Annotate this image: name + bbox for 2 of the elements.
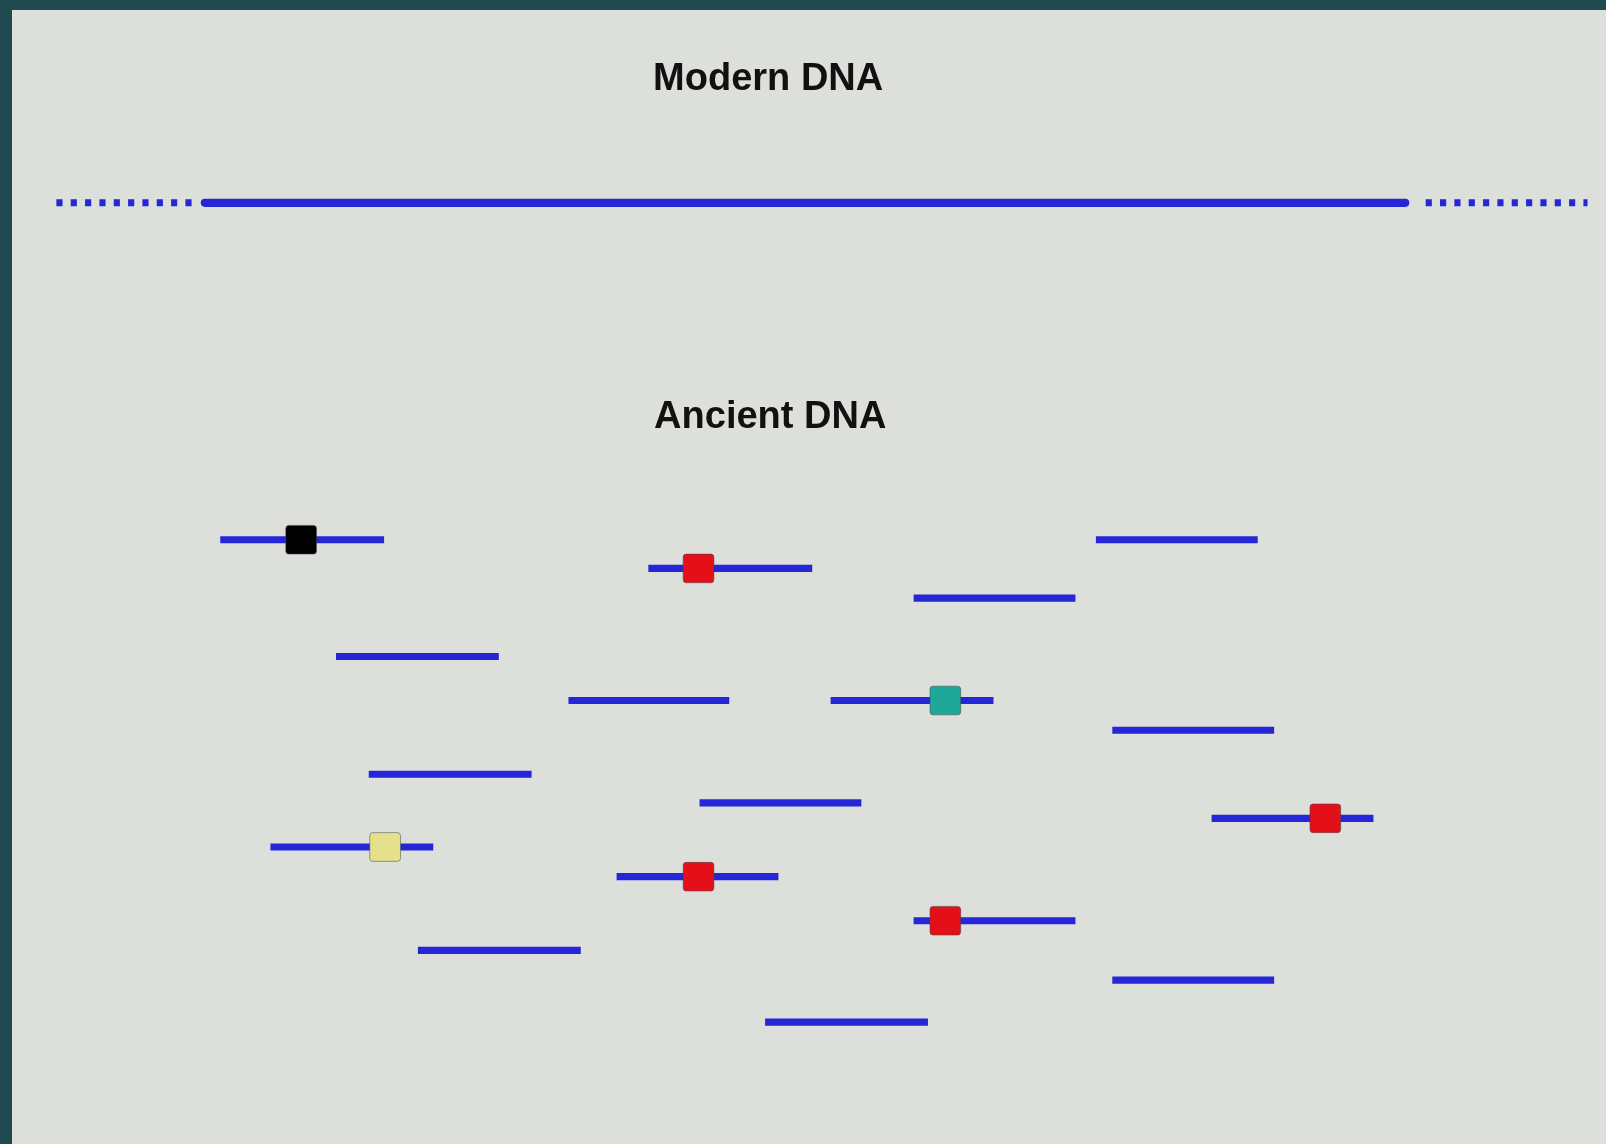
section-heading: Modern DNA	[653, 57, 884, 96]
section-heading: Ancient DNA	[654, 395, 887, 434]
